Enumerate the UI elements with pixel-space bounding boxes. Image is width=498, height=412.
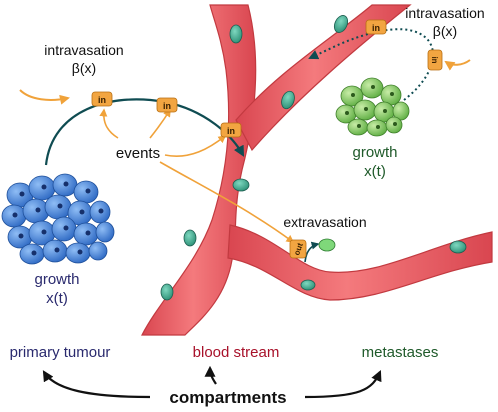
intravasation-path-metastasis [308,28,434,101]
growth-label-left: growth [34,271,79,288]
extravasated-cell [318,238,336,252]
badge-out-label: out [292,241,305,256]
badge-in: in [220,122,242,138]
growth-label-right: growth [352,144,397,161]
badge-in: in [427,49,443,71]
circulating-cell [232,178,250,192]
circulating-cell [183,229,197,247]
badge-out: out [289,239,307,259]
extravasation-label: extravasation [283,214,366,230]
circulating-cell [300,279,316,291]
compartment-metastases: metastases [362,344,439,361]
circulating-cell [333,15,349,33]
badge-in: in [91,91,113,107]
blood-vessel [141,4,493,336]
compartment-blood-stream: blood stream [193,344,280,361]
metastasis-cluster [335,77,410,137]
extravasation-path [304,241,320,263]
badge-in-label: in [372,23,380,33]
beta-label-right: β(x) [433,23,457,39]
badge-in-label: in [163,101,171,111]
circulating-cell [449,240,467,254]
intravasation-arrow-left [19,89,70,105]
intravasation-label-left: intravasation [44,42,123,58]
badge-in-label: in [227,126,235,136]
circulating-cells [160,15,467,301]
intravasation-label-right: intravasation [405,5,484,21]
badge-in: in [365,19,387,35]
circulating-cell [160,283,174,301]
compartment-primary-tumour: primary tumour [10,344,111,361]
beta-label-left: β(x) [72,60,96,76]
badge-in: in [156,97,178,113]
xt-label-right: x(t) [364,163,386,180]
xt-label-left: x(t) [46,290,68,307]
circulating-cell [229,24,243,44]
events-label: events [116,145,160,162]
compartment-arrows [42,365,382,399]
badge-in-label: in [98,95,106,105]
primary-tumour-cluster [1,173,115,265]
compartments-title: compartments [169,388,286,407]
circulating-cell [281,90,295,110]
badge-in-label: in [430,56,439,63]
intravasation-arrow-right [444,59,471,71]
